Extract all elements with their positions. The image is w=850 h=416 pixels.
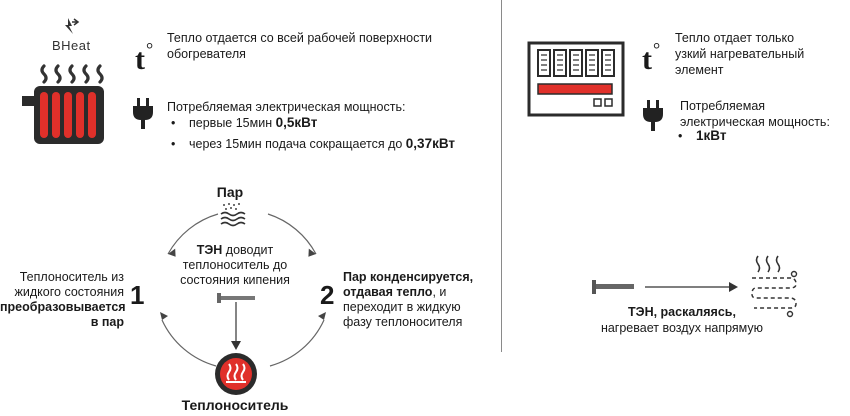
cycle-bottom-label: Теплоноситель — [181, 397, 289, 413]
convector-icon — [526, 40, 626, 123]
cycle-center-text: ТЭН доводит теплоноситель до состояния к… — [180, 243, 290, 287]
left-power-title: Потребляемая электрическая мощность: — [167, 100, 406, 114]
logo-icon — [65, 18, 80, 34]
right-heat-text: Тепло отдает только узкий нагревательный… — [675, 31, 805, 77]
coil-icon — [750, 254, 800, 325]
coolant-icon — [214, 352, 258, 401]
cycle-top-label: Пар — [216, 184, 244, 200]
right-caption: ТЭН, раскаляясь, нагревает воздух напрям… — [600, 305, 764, 335]
plug-icon — [640, 100, 666, 137]
temperature-icon: t° — [642, 39, 661, 76]
step2-number: 2 — [320, 280, 335, 310]
step2-text: Пар конденсируется, отдавая тепло, и пер… — [343, 270, 474, 329]
cycle-diagram — [148, 200, 338, 385]
logo-text: BHeat — [52, 38, 91, 53]
right-power-title: Потребляемая электрическая мощность: — [680, 99, 830, 129]
element-to-coil-graphic — [590, 250, 820, 325]
left-heat-text: Тепло отдается со всей рабочей поверхнос… — [167, 31, 433, 61]
right-power-item: 1кВт — [674, 127, 726, 145]
left-power-item: через 15мин подача сокращается до 0,37кВ… — [167, 135, 455, 153]
left-power-item: первые 15мин 0,5кВт — [167, 114, 455, 132]
right-power-list: 1кВт — [674, 127, 726, 145]
section-divider — [501, 0, 502, 352]
plug-icon — [130, 98, 156, 135]
step1-text: Теплоноситель из жидкого состояния преоб… — [0, 270, 126, 329]
radiator-icon — [20, 62, 110, 153]
temperature-icon: t° — [135, 39, 154, 76]
brand-logo: BHeat — [50, 16, 96, 56]
step1-number: 1 — [130, 280, 145, 310]
steam-icon — [218, 202, 246, 233]
heating-element-icon — [213, 290, 259, 357]
left-power-list: первые 15мин 0,5кВт через 15мин подача с… — [167, 114, 455, 153]
